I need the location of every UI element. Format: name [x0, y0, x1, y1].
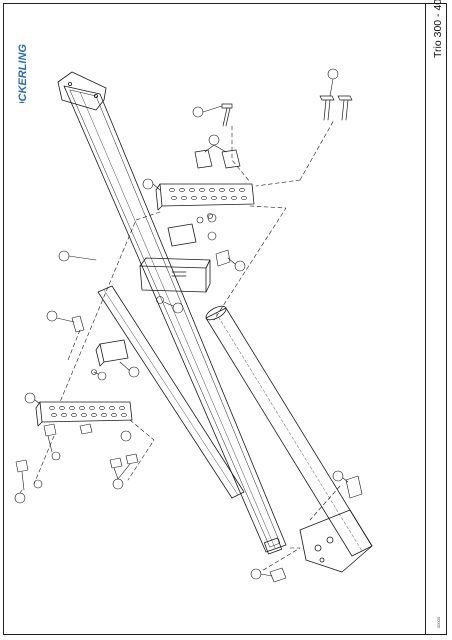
small-bracket-upper: [167, 223, 197, 247]
small-fasteners: [15, 213, 363, 583]
roller-tube: [205, 305, 373, 573]
assembly-lines: [33, 119, 341, 573]
brand-name: KÖCKERLING: [16, 44, 29, 103]
callouts: [14, 68, 349, 580]
main-frame-beam: [57, 71, 287, 555]
small-bracket-lower: [99, 339, 129, 363]
channel-bracket: [139, 257, 211, 293]
lower-perforated-plate: [35, 401, 133, 427]
title-block-divider: [425, 3, 426, 635]
brand-logo: KÖCKERLING: [16, 44, 29, 103]
bolts-top: [194, 95, 353, 169]
upper-perforated-plate: [155, 183, 255, 211]
drawing-border: [3, 3, 447, 635]
